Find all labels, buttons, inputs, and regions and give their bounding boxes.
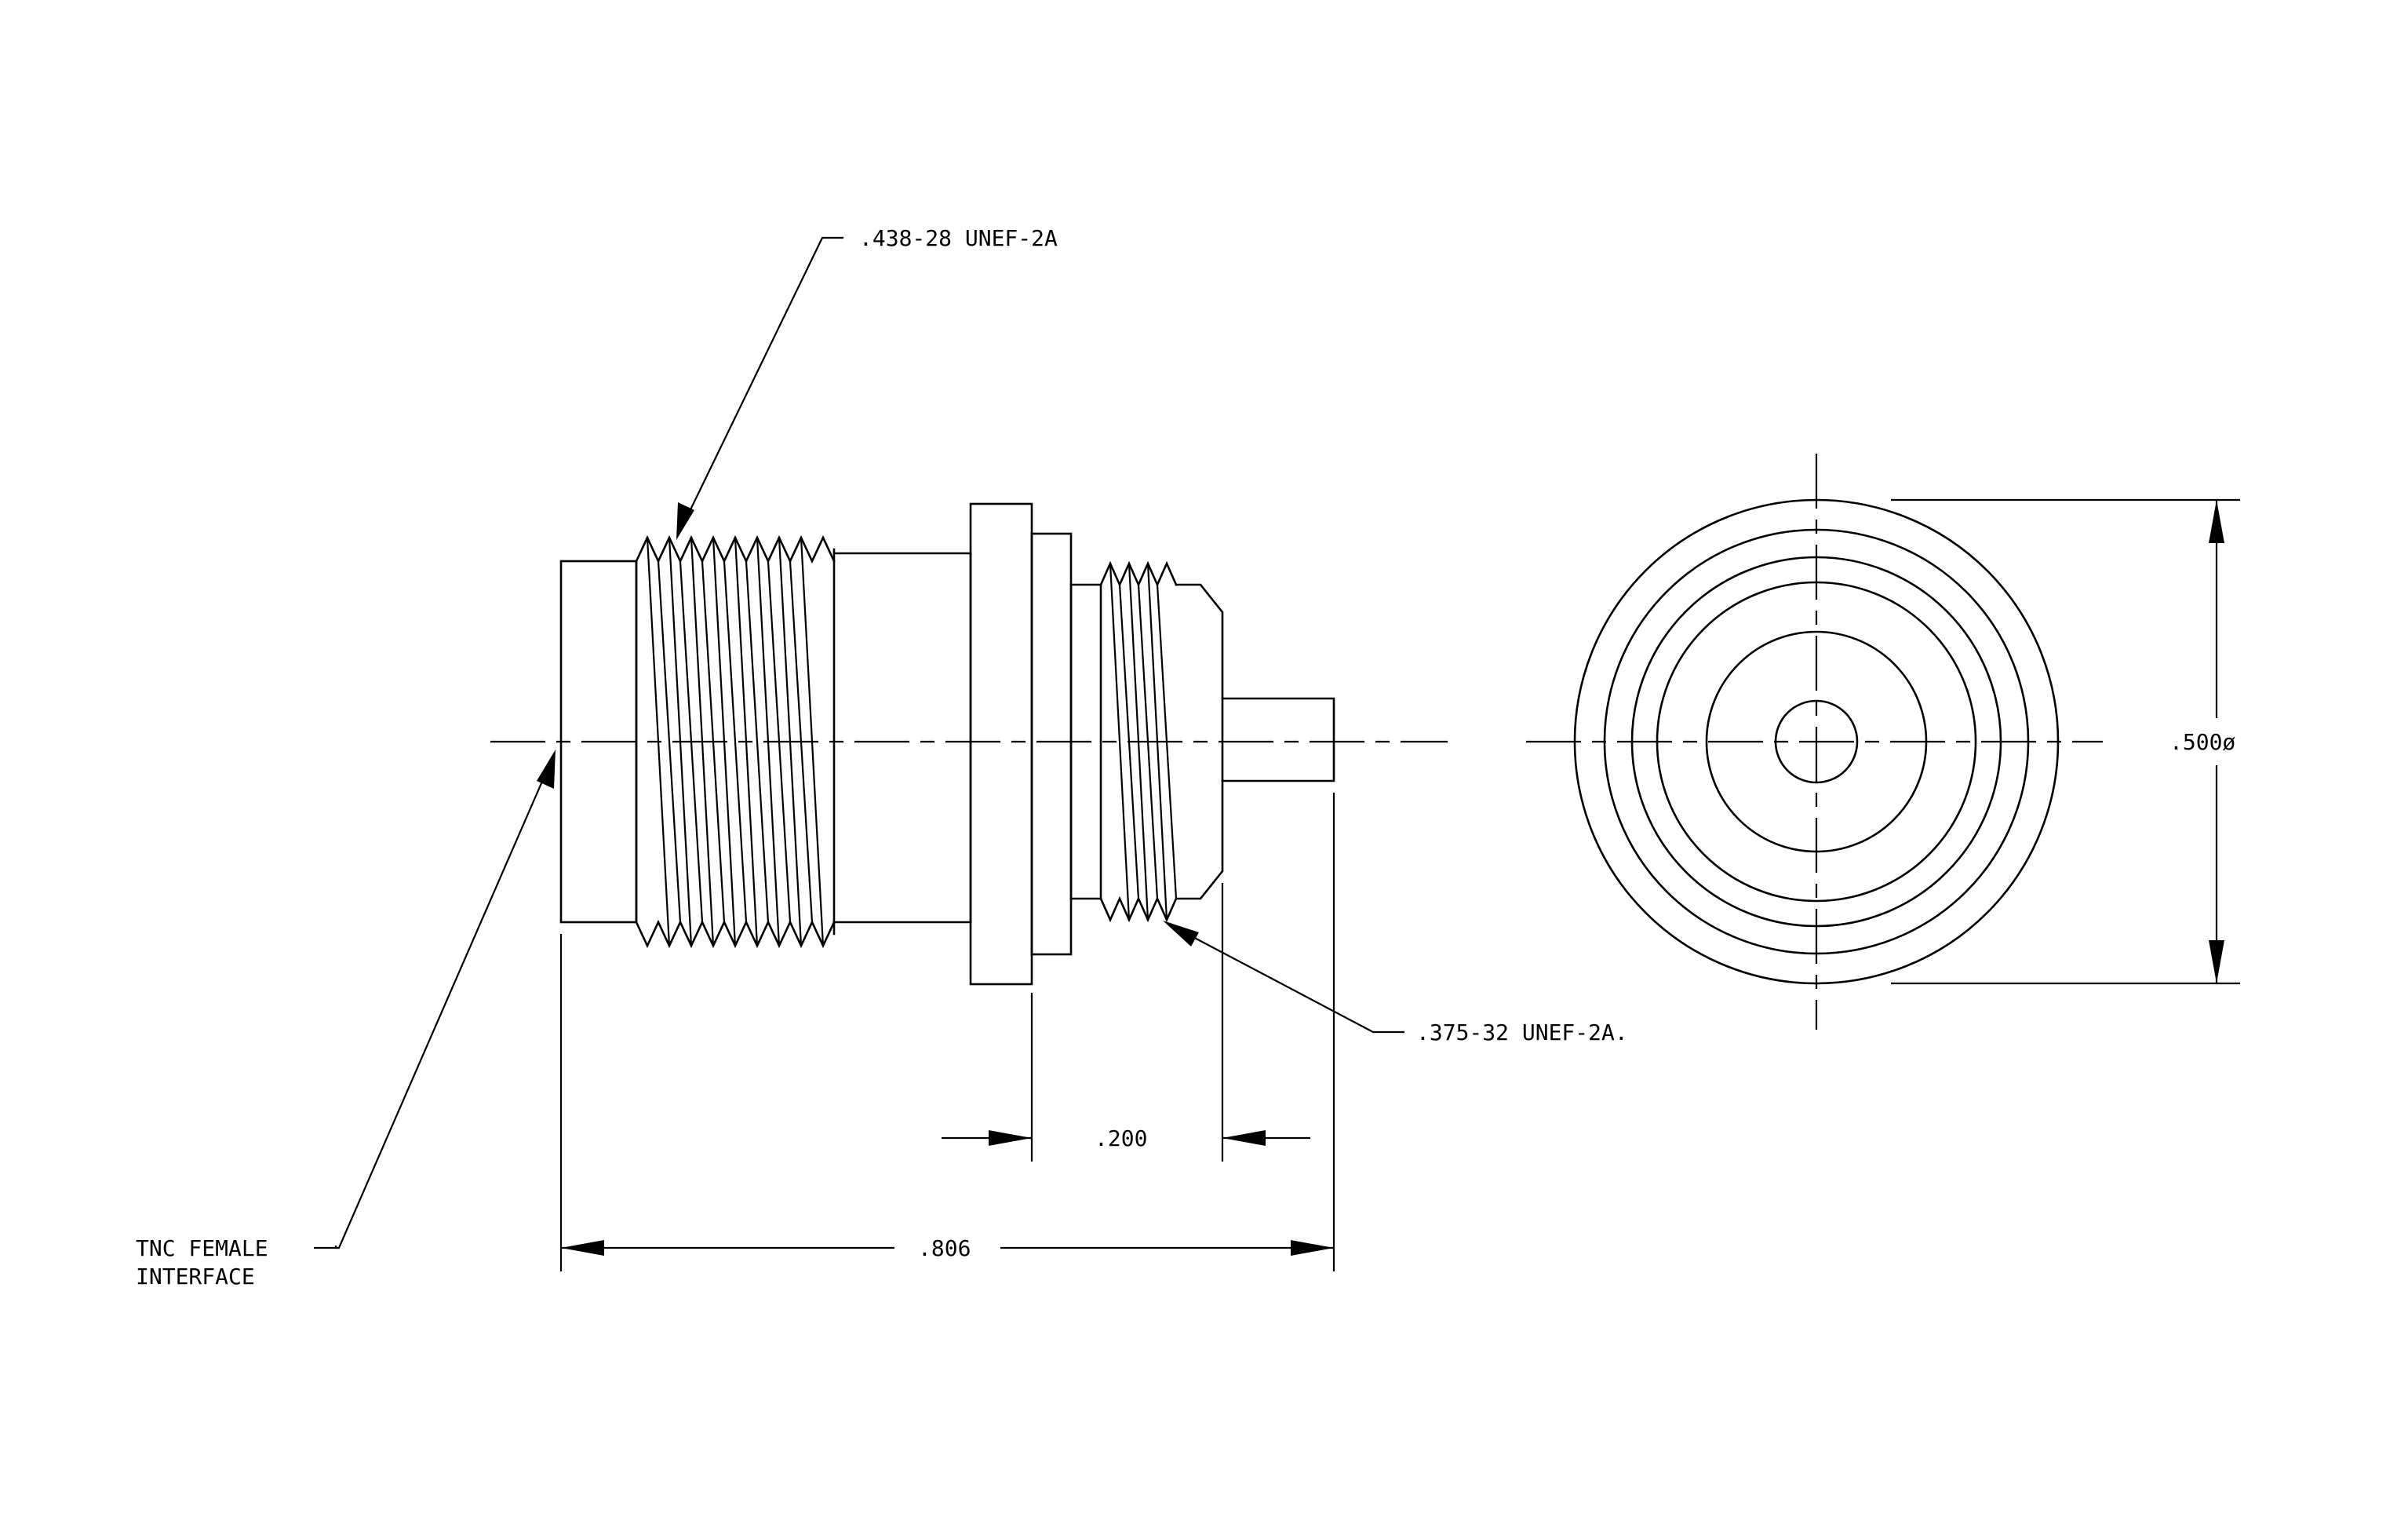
body-section — [832, 552, 972, 924]
end-view — [1526, 454, 2103, 1030]
label-dim-200: .200 — [1095, 1125, 1147, 1151]
leader-major-thread-arrow — [676, 502, 694, 540]
end-circle-2 — [1603, 528, 2030, 955]
dim-500-arrow-top — [2209, 500, 2224, 543]
shoulder — [1030, 532, 1073, 956]
end-circle-3 — [1630, 556, 2002, 928]
minor-thread-crest-top — [1099, 560, 1178, 588]
label-minor-thread: .375-32 UNEF-2A. — [1416, 1019, 1628, 1045]
leaders — [314, 236, 1404, 1249]
label-dim-500: .500ø — [2169, 729, 2235, 755]
major-thread — [635, 534, 836, 949]
center-pin — [1221, 697, 1335, 782]
leader-major-thread — [682, 236, 843, 527]
label-interface-line1: TNC FEMALE — [136, 1235, 268, 1261]
dim-500-arrow-bottom — [2209, 940, 2224, 983]
major-thread-helix-lines — [646, 537, 825, 947]
annotations: .438-28 UNEF-2A .375-32 UNEF-2A. TNC FEM… — [136, 225, 2235, 1289]
minor-thread-helix-lines — [1109, 563, 1178, 921]
end-circle-4 — [1656, 581, 1977, 903]
minor-thread-crest-bottom — [1099, 895, 1178, 923]
leader-minor-thread-arrow — [1163, 921, 1199, 947]
side-view — [490, 502, 1448, 986]
dim-806-arrow-left — [561, 1240, 604, 1256]
minor-thread — [1069, 560, 1224, 923]
dim-200-arrow-left — [989, 1130, 1032, 1146]
minor-thread-chamfer — [1175, 583, 1224, 900]
dim-806-arrow-right — [1291, 1240, 1334, 1256]
leader-minor-thread — [1175, 927, 1404, 1034]
leader-interface-arrow — [537, 750, 556, 789]
dimensions — [559, 498, 2240, 1271]
label-dim-806: .806 — [918, 1235, 971, 1261]
label-interface-line2: INTERFACE — [136, 1264, 255, 1289]
leader-interface — [334, 764, 551, 1249]
label-major-thread: .438-28 UNEF-2A — [859, 225, 1058, 251]
dim-200-arrow-right — [1222, 1130, 1266, 1146]
end-circle-pin — [1774, 699, 1859, 784]
flange — [969, 502, 1033, 986]
end-circle-1 — [1573, 498, 2060, 985]
end-circle-5 — [1705, 630, 1928, 853]
